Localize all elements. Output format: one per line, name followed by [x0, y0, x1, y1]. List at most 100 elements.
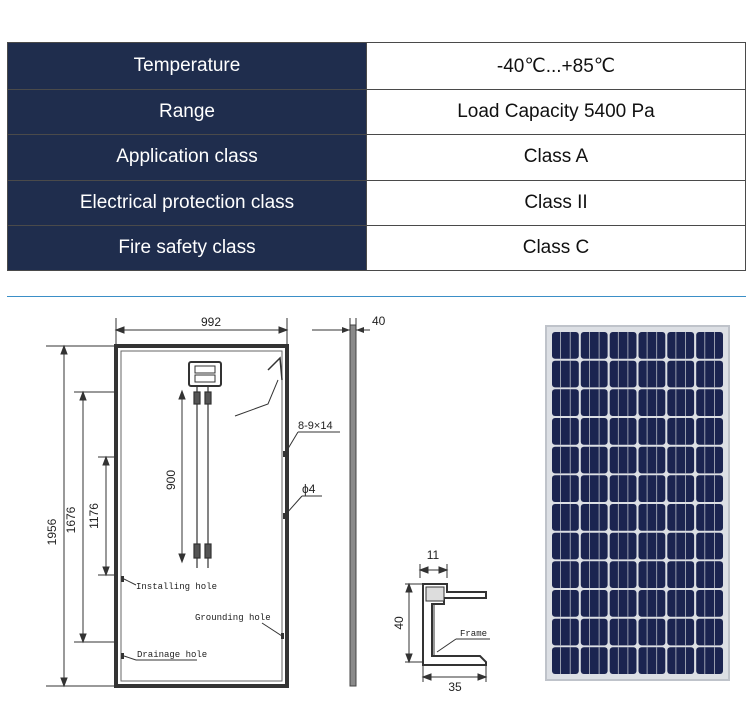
solar-cell: [580, 389, 608, 416]
table-row: Electrical protection class Class II: [7, 179, 746, 226]
solar-cell: [609, 446, 637, 474]
frame-label: Frame: [460, 629, 487, 639]
solar-cell: [609, 618, 637, 646]
hole-slot-label: 8-9×14: [298, 420, 333, 432]
solar-cell: [667, 332, 695, 359]
inner-dim-label: 1176: [87, 503, 101, 529]
solar-cell: [638, 590, 666, 617]
solar-cell: [638, 618, 666, 646]
solar-cell: [667, 504, 695, 531]
cable-dim-label: 900: [164, 470, 178, 490]
solar-cell: [580, 504, 608, 531]
solar-cell: [552, 647, 579, 674]
solar-cell: [638, 647, 666, 674]
solar-cell: [696, 590, 723, 617]
frame-height-dim-label: 40: [392, 616, 406, 630]
drainage-hole-label: Drainage hole: [137, 650, 207, 660]
solar-cell: [696, 475, 723, 502]
width-dim-label: 992: [201, 315, 221, 329]
table-row: Range Load Capacity 5400 Pa: [7, 89, 746, 136]
solar-cell: [609, 475, 637, 502]
solar-cell: [580, 360, 608, 388]
table-row: Application class Class A: [7, 134, 746, 181]
spec-value: -40℃...+85℃: [366, 41, 746, 91]
solar-cell: [667, 590, 695, 617]
hole-dia-label: ϕ4: [302, 482, 316, 496]
solar-cell: [667, 360, 695, 388]
solar-cell: [667, 647, 695, 674]
solar-cell: [552, 360, 579, 388]
solar-cell: [580, 561, 608, 588]
solar-cell: [552, 504, 579, 531]
spec-label: Range: [7, 89, 367, 136]
solar-cell: [696, 504, 723, 531]
panel-side-view: [312, 318, 370, 687]
solar-cell: [638, 332, 666, 359]
spec-label: Electrical protection class: [7, 179, 367, 226]
solar-cell: [552, 418, 579, 445]
panel-back-view: [114, 344, 289, 688]
solar-cell: [552, 446, 579, 474]
installing-hole-label: Installing hole: [136, 582, 217, 592]
solar-cell: [609, 418, 637, 445]
spec-value: Class C: [366, 224, 746, 272]
solar-cell: [667, 618, 695, 646]
solar-cell: [667, 446, 695, 474]
table-row: Fire safety class Class C: [7, 224, 746, 272]
panel-dimension-drawing: 992: [45, 314, 730, 694]
solar-cell: [580, 618, 608, 646]
solar-cell: [580, 446, 608, 474]
solar-cell: [552, 618, 579, 646]
solar-cell: [609, 389, 637, 416]
solar-cell: [696, 332, 723, 359]
solar-cell: [552, 590, 579, 617]
junction-box: [188, 361, 222, 387]
grounding-hole-label: Grounding hole: [195, 613, 271, 623]
solar-cell: [696, 647, 723, 674]
solar-cell: [638, 360, 666, 388]
solar-cell: [696, 360, 723, 388]
thickness-dim-label: 40: [372, 314, 386, 328]
solar-cell: [667, 389, 695, 416]
solar-cell: [609, 532, 637, 560]
solar-cell: [580, 475, 608, 502]
height-dim-label: 1956: [45, 518, 59, 545]
solar-cell: [609, 590, 637, 617]
solar-cell: [696, 618, 723, 646]
solar-cell: [696, 532, 723, 560]
solar-cell: [696, 561, 723, 588]
solar-cell: [638, 504, 666, 531]
install-dim-label: 1676: [64, 506, 78, 533]
solar-cell: [609, 360, 637, 388]
solar-cell: [638, 446, 666, 474]
solar-panel-image: [545, 325, 730, 681]
spec-label: Temperature: [7, 41, 367, 91]
solar-cell: [552, 561, 579, 588]
solar-cell: [609, 647, 637, 674]
spec-value: Class II: [366, 179, 746, 226]
solar-cell: [552, 475, 579, 502]
section-divider: [7, 296, 746, 297]
spec-table: Temperature -40℃...+85℃ Range Load Capac…: [7, 41, 746, 272]
solar-cell: [696, 418, 723, 445]
solar-cell: [667, 418, 695, 445]
solar-cell: [667, 475, 695, 502]
table-row: Temperature -40℃...+85℃: [7, 41, 746, 91]
solar-cell: [638, 475, 666, 502]
solar-cell: [552, 332, 579, 359]
solar-cell: [552, 532, 579, 560]
solar-cell: [667, 561, 695, 588]
solar-cell: [667, 532, 695, 560]
solar-cell: [580, 590, 608, 617]
solar-cell: [638, 418, 666, 445]
frame-profile: [405, 564, 490, 682]
solar-cell: [580, 532, 608, 560]
spec-value: Class A: [366, 134, 746, 181]
spec-value: Load Capacity 5400 Pa: [366, 89, 746, 136]
solar-cell: [580, 418, 608, 445]
solar-cell: [696, 446, 723, 474]
solar-cell: [638, 532, 666, 560]
solar-cell: [552, 389, 579, 416]
frame-top-dim-label: 11: [427, 548, 440, 562]
solar-cell: [638, 561, 666, 588]
